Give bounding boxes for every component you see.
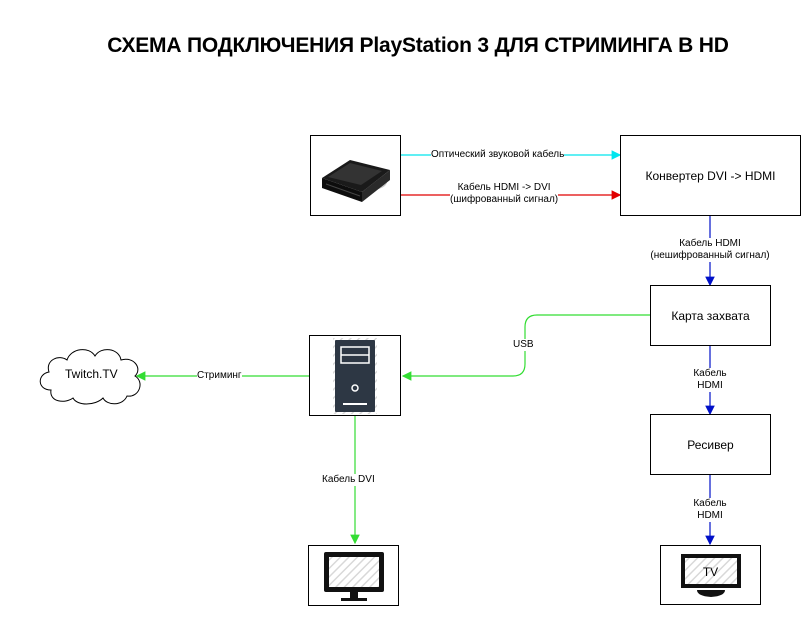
hdmi-receiver-line2: HDMI [697,380,723,391]
hdmi-receiver-line1: Кабель [693,368,727,379]
pc-node [309,335,401,416]
twitch-label: Twitch.TV [65,367,118,381]
capture-card-node: Карта захвата [650,285,771,346]
hdmi-unencrypted-line1: Кабель HDMI [679,238,741,249]
tv-node: TV [660,545,761,605]
hdmi-dvi-label: Кабель HDMI -> DVI (шифрованный сигнал) [450,182,559,206]
hdmi-tv-line1: Кабель [693,498,727,509]
hdmi-dvi-label-line1: Кабель HDMI -> DVI [457,182,551,193]
twitch-node: Twitch.TV [35,340,147,410]
diagram-title: СХЕМА ПОДКЛЮЧЕНИЯ PlayStation 3 ДЛЯ СТРИ… [107,34,729,57]
hdmi-receiver-label: Кабель HDMI [690,368,730,392]
hdmi-tv-label: Кабель HDMI [690,498,730,522]
hdmi-unencrypted-label: Кабель HDMI (нешифрованный сигнал) [642,238,778,262]
ps3-node [310,135,401,216]
monitor-icon [323,551,384,601]
hdmi-dvi-label-line2: (шифрованный сигнал) [450,194,559,205]
dvi-label: Кабель DVI [322,474,375,486]
monitor-node [308,545,399,606]
hdmi-tv-line2: HDMI [697,510,723,521]
computer-tower-icon [333,337,377,414]
optical-cable-label: Оптический звуковой кабель [431,149,565,161]
streaming-label: Стриминг [197,370,242,382]
tv-icon: TV [679,550,743,600]
hdmi-unencrypted-line2: (нешифрованный сигнал) [650,250,770,261]
cloud-icon [39,349,141,405]
tv-label: TV [702,565,719,579]
receiver-node: Ресивер [650,414,771,475]
usb-label: USB [513,339,534,351]
game-console-icon [321,159,390,202]
converter-node: Конвертер DVI -> HDMI [620,135,801,216]
